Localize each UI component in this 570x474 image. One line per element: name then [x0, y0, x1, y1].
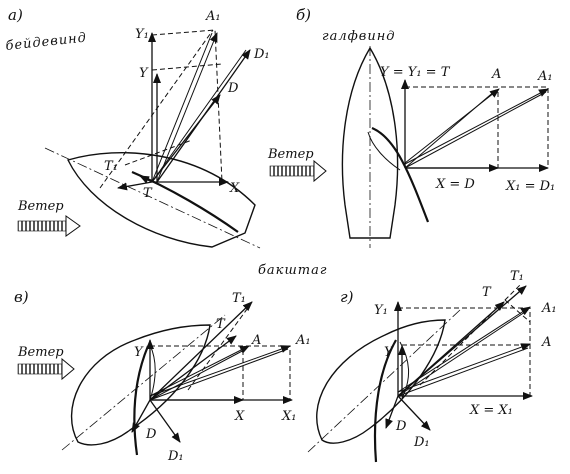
label-x-v: X	[234, 409, 245, 424]
construction-a2	[151, 63, 223, 71]
label-d1-g: D₁	[413, 435, 430, 450]
sail-a	[131, 170, 239, 233]
vector-t-v	[149, 335, 237, 401]
vector-a1-v-1	[149, 348, 289, 401]
label-y1-a: Y₁	[135, 27, 149, 42]
sail-v	[133, 345, 150, 456]
label-a-b: A	[491, 67, 501, 82]
wind-arrow-v	[17, 363, 63, 375]
vector-t1-v	[149, 301, 253, 401]
vector-d-v	[131, 399, 151, 433]
hull-g	[316, 319, 446, 444]
label-x-g: X = X₁	[469, 403, 513, 418]
label-a1-a: A₁	[205, 9, 221, 24]
label-x1-v: X₁	[281, 409, 296, 424]
vector-a1-b-1	[404, 91, 547, 169]
label-d-g: D	[395, 419, 407, 434]
hull-v	[70, 324, 211, 446]
vector-d1-g	[397, 395, 431, 431]
vector-a1-b-2	[404, 88, 549, 165]
label-d-v: D	[145, 427, 157, 442]
centerline-g	[307, 309, 461, 453]
label-t-v: T	[216, 317, 226, 332]
construction-a1	[151, 29, 223, 183]
label-t1-v: T₁	[232, 291, 246, 306]
label-a-v: A	[251, 333, 261, 348]
label-y-g: Y	[384, 345, 394, 360]
vector-a1-g-1	[397, 309, 529, 397]
vector-d1-a	[151, 49, 247, 183]
label-y-b: Y = Y₁ = T	[380, 65, 451, 80]
label-a-g: A	[541, 335, 551, 350]
label-x-b: X = D	[435, 177, 475, 192]
vector-a1-a-2	[156, 32, 218, 183]
vector-a1-v-2	[149, 345, 291, 397]
sail-b	[371, 126, 430, 223]
label-d1-a: D₁	[253, 47, 270, 62]
wind-label-v: Ветер	[17, 345, 64, 360]
wind-label-b: Ветер	[267, 147, 314, 162]
caption-galfwind: галфвинд	[322, 29, 396, 44]
panel-b: б) галфвинд Y = Y₁ = T A A₁ X = D X₁ = D…	[267, 6, 555, 248]
vector-d1-v	[149, 399, 181, 443]
construction-b1	[405, 86, 549, 168]
wind-arrow-a	[17, 220, 67, 232]
label-t-g: T	[482, 285, 492, 300]
sail-v-2	[149, 344, 156, 401]
label-t1-g: T₁	[510, 269, 524, 284]
vector-a-v-1	[149, 348, 247, 401]
panel-a: а) бейдевинд A₁ Y₁ D₁ Y D T₁ T X Ветер	[5, 6, 270, 249]
caption-v: в)	[14, 288, 29, 306]
vector-a-g-1	[397, 347, 529, 397]
vector-a-b-2	[404, 88, 500, 164]
label-y1-g: Y₁	[374, 303, 388, 318]
sail-b-foot	[367, 131, 401, 171]
wind-arrow-b	[269, 165, 315, 177]
vector-d-a	[151, 94, 221, 183]
wind-label-a: Ветер	[17, 199, 64, 214]
label-a1-b: A₁	[537, 69, 553, 84]
vector-a-v-2	[149, 345, 250, 397]
construction-v3	[187, 304, 251, 391]
wind-arrow-head-a	[65, 215, 81, 237]
panel-g: г) Y₁ T T₁ A₁ A Y X = X₁ D D₁	[307, 269, 557, 463]
vector-d-g	[385, 395, 399, 429]
vector-a-g-2	[397, 343, 531, 393]
caption-g: г)	[340, 288, 354, 306]
hull-b	[341, 46, 399, 239]
centerline-a	[44, 147, 261, 249]
wind-arrow-head-b	[313, 159, 327, 183]
caption-a: а)	[8, 6, 23, 24]
label-y-a: Y	[139, 66, 149, 81]
caption-bakshtag: бакштаг	[258, 263, 327, 278]
wind-arrow-head-v	[61, 357, 75, 381]
vector-a1-a	[151, 32, 213, 183]
label-t-a: T	[143, 186, 153, 201]
vector-t-a	[139, 175, 153, 184]
sail-g	[373, 339, 397, 463]
vector-a1-g-2	[397, 306, 531, 393]
caption-beidewind: бейдевинд	[5, 31, 88, 54]
label-d1-v: D₁	[167, 449, 184, 464]
label-x-a: X	[229, 181, 240, 196]
label-a1-v: A₁	[295, 333, 311, 348]
label-d-a: D	[227, 81, 239, 96]
panel-v: в) T₁ T A A₁ Y X X₁ D D₁ Ветер	[14, 288, 311, 464]
construction-g4	[504, 299, 531, 323]
centerline-v	[61, 314, 226, 451]
label-y-v: Y	[134, 345, 144, 360]
label-a1-g: A₁	[541, 301, 557, 316]
label-x1-b: X₁ = D₁	[505, 179, 555, 194]
label-t1-a: T₁	[104, 159, 118, 174]
caption-b: б)	[296, 6, 311, 24]
